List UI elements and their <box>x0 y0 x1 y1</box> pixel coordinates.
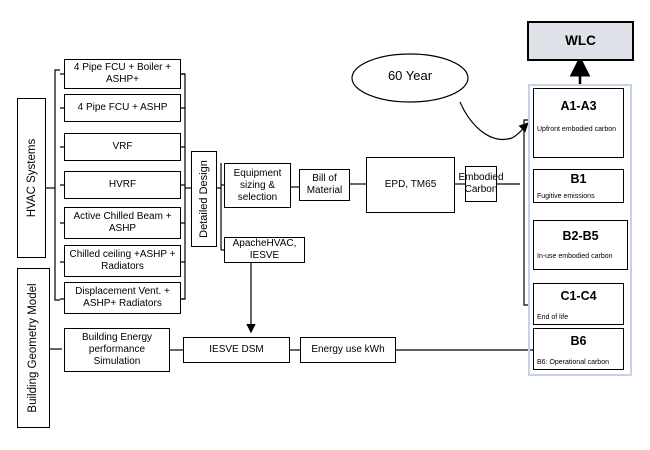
system-option-1: 4 Pipe FCU + Boiler + ASHP+ <box>64 59 181 89</box>
system-option-2: 4 Pipe FCU + ASHP <box>64 94 181 122</box>
stage-b2-b5: B2-B5 In-use embodied carbon <box>533 220 628 270</box>
system-option-7: Displacement Vent. + ASHP+ Radiators <box>64 282 181 314</box>
embodied-carbon-box: Embodied Carbon <box>458 166 504 202</box>
iesve-dsm-box: IESVE DSM <box>183 337 290 363</box>
bill-of-material-box: Bill of Material <box>299 169 350 201</box>
wlc-box: WLC <box>527 21 634 61</box>
system-option-5: Active Chilled Beam + ASHP <box>64 207 181 239</box>
stage-c1-c4-code: C1-C4 <box>560 289 597 303</box>
system-option-3: VRF <box>64 133 181 161</box>
epd-tm65-box: EPD, TM65 <box>366 157 455 213</box>
stage-b2-b5-code: B2-B5 <box>562 229 599 243</box>
stage-a1-a3: A1-A3 Upfront embodied carbon <box>533 88 624 158</box>
stage-b1-desc: Fugitive emissions <box>537 193 595 200</box>
stage-b1-code: B1 <box>570 172 587 186</box>
stage-c1-c4-desc: End of life <box>537 314 569 321</box>
energy-use-box: Energy use kWh <box>300 337 396 363</box>
detailed-design-label: Detailed Design <box>198 160 210 238</box>
stage-c1-c4: C1-C4 End of life <box>533 283 624 325</box>
geometry-model-label: Building Geometry Model <box>27 283 39 413</box>
stage-a1-a3-code: A1-A3 <box>560 99 597 113</box>
hvac-systems-box <box>17 98 46 258</box>
stage-b6: B6 B6: Operational carbon <box>533 328 624 370</box>
stage-b6-code: B6 <box>570 334 587 348</box>
stage-b1: B1 Fugitive emissions <box>533 169 624 203</box>
geometry-model-box <box>17 268 50 428</box>
hvac-systems-label: HVAC Systems <box>26 138 38 218</box>
stage-b6-desc: B6: Operational carbon <box>537 359 609 366</box>
stage-a1-a3-desc: Upfront embodied carbon <box>537 126 616 133</box>
system-option-4: HVRF <box>64 171 181 199</box>
stage-b2-b5-desc: In-use embodied carbon <box>537 253 613 260</box>
detailed-design-box <box>191 151 217 247</box>
sixty-year-label: 60 Year <box>387 68 433 83</box>
system-option-6: Chilled ceiling +ASHP + Radiators <box>64 245 181 277</box>
stages-container <box>528 84 632 376</box>
equipment-sizing-box: Equipment sizing & selection <box>224 163 291 208</box>
apache-hvac-box: ApacheHVAC, IESVE <box>224 237 305 263</box>
energy-simulation-box: Building Energy performance Simulation <box>64 328 170 372</box>
